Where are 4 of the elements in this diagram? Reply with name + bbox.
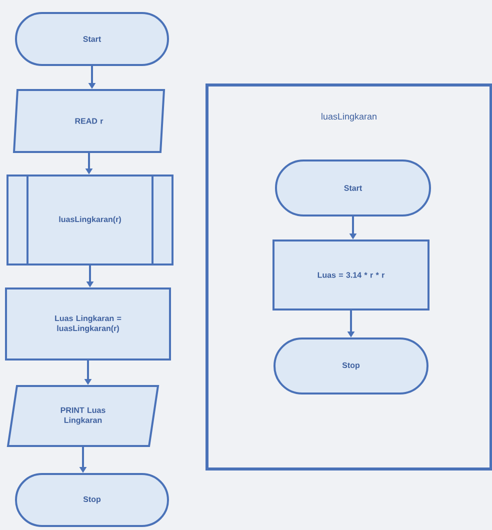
terminal-oval: Stop bbox=[15, 473, 169, 527]
process-box: Luas Lingkaran = luasLingkaran(r) bbox=[5, 288, 171, 360]
process-box: Luas = 3.14 * r * r bbox=[272, 240, 430, 310]
subroutine-box: luasLingkaran(r) bbox=[6, 174, 174, 266]
